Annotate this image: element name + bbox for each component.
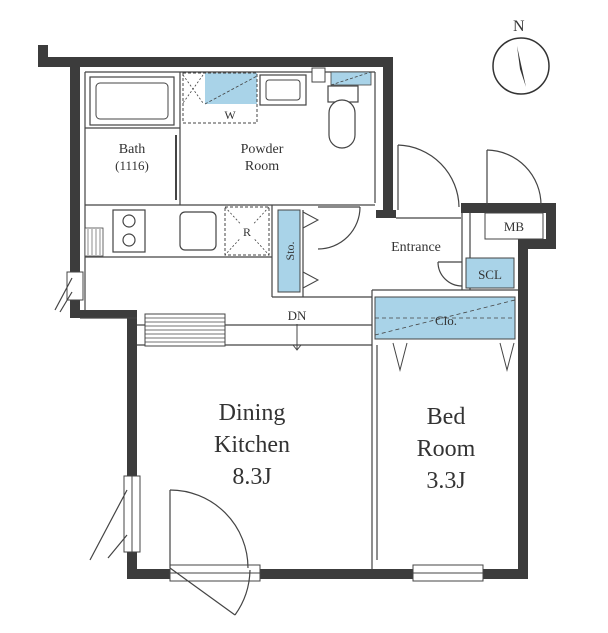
storage-label: Sto. — [283, 241, 297, 260]
wall-entrance-top — [376, 210, 396, 218]
step-down: DN — [144, 308, 307, 351]
compass: N — [492, 18, 550, 95]
wall-mb-top — [461, 203, 556, 213]
closet-label: Clo. — [435, 313, 457, 328]
bath-label: Bath — [119, 142, 145, 157]
doors — [54, 144, 542, 616]
wall-right-lower — [518, 239, 528, 579]
entrance-label: Entrance — [391, 240, 441, 255]
powder-room-label-2: Room — [245, 159, 279, 174]
bath-room: Bath (1116) — [85, 76, 180, 173]
meter-box-label: MB — [504, 219, 525, 234]
dining-kitchen-label: Dining — [219, 400, 286, 426]
wall-left-lower — [127, 318, 137, 476]
bedroom: Bed Room 3.3J — [417, 404, 476, 494]
toilet-bowl — [328, 99, 356, 149]
kitchen-sink-icon — [179, 211, 217, 251]
wall-left-bottom — [127, 552, 137, 579]
wall-left-upper — [70, 57, 80, 272]
wall-right-upper — [383, 57, 393, 217]
meter-box: MB — [484, 212, 544, 240]
outer-walls — [38, 45, 556, 579]
windows — [66, 271, 484, 582]
wall-left-mid — [70, 300, 80, 318]
washer-area — [205, 73, 257, 104]
shoe-closet-label: SCL — [478, 267, 502, 282]
compass-needle-icon — [517, 46, 526, 87]
step-down-label: DN — [288, 308, 307, 323]
bedroom-label: Bed — [427, 404, 466, 430]
powder-room: W Powder Room — [175, 67, 372, 200]
wall-mb-right — [546, 203, 556, 249]
stove-icon — [112, 209, 146, 253]
bath-size-label: (1116) — [115, 158, 149, 173]
bedroom-closet: Clo. — [374, 296, 516, 372]
washer-label: W — [224, 108, 236, 122]
powder-room-label: Powder — [241, 142, 284, 157]
compass-north-label: N — [513, 18, 525, 35]
bathtub — [89, 76, 175, 126]
bedroom-size: 3.3J — [426, 468, 465, 494]
kitchen-counter — [84, 206, 270, 257]
refrigerator-space — [224, 206, 270, 256]
shoe-closet: SCL — [465, 257, 515, 289]
dining-kitchen-label-2: Kitchen — [214, 432, 290, 458]
wall-top-stub — [38, 45, 48, 59]
storage-closet: Sto. — [277, 209, 320, 293]
wall-mb-bottom — [518, 239, 556, 249]
bedroom-label-2: Room — [417, 436, 476, 462]
wall-top — [38, 57, 393, 67]
dining-kitchen-size: 8.3J — [232, 464, 271, 490]
wall-bottom — [127, 569, 528, 579]
dining-kitchen-room: Dining Kitchen 8.3J — [214, 400, 290, 490]
refrigerator-label: R — [243, 225, 251, 239]
wall-ldk-ledge — [80, 310, 137, 318]
